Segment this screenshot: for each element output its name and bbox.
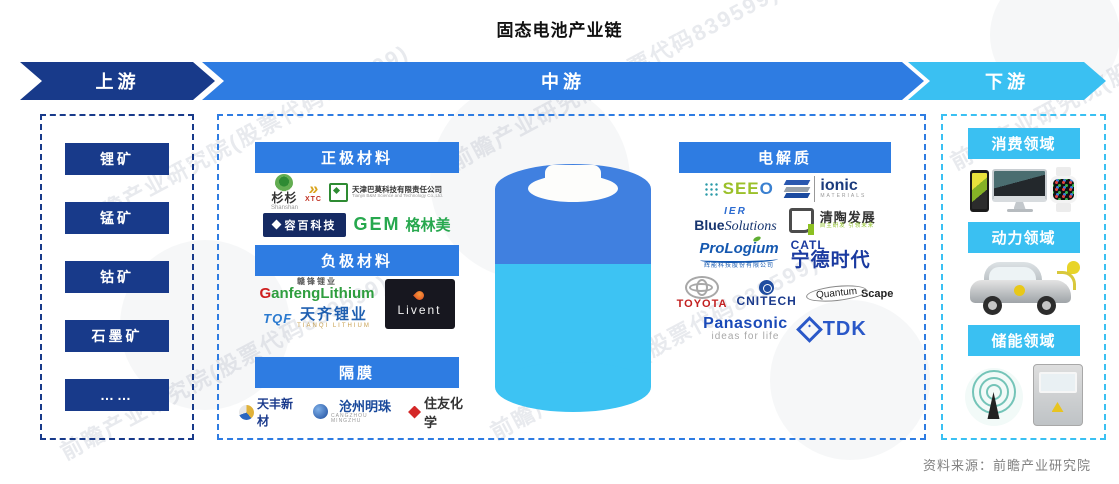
- battery-bottom: [495, 362, 651, 412]
- stage-arrow-downstream: 下游: [908, 62, 1106, 100]
- logo-ganfeng: 赣锋锂业 GanfengLithium: [259, 277, 375, 303]
- separator-header: 隔膜: [255, 357, 459, 388]
- sumitomo-flower-icon: [408, 405, 422, 419]
- downstream-panel: 消费领域 动力领域 储能领域: [941, 114, 1106, 440]
- logo-panasonic: Panasonic ideas for life: [703, 314, 788, 342]
- stage-label-midstream: 中游: [541, 72, 585, 92]
- electrolyte-logos: SEEO ionic MATERIALS IER BlueSolutions: [669, 176, 901, 343]
- stage-arrow-midstream: 中游: [202, 62, 924, 100]
- logo-seeo: SEEO: [703, 179, 773, 199]
- prologium-swoosh: [699, 256, 778, 263]
- lightning-badge: [1013, 285, 1025, 296]
- stage-label-downstream: 下游: [985, 72, 1029, 92]
- charging-plug-icon: [1066, 261, 1080, 274]
- signal-tower-icon: [964, 368, 1023, 426]
- source-note: 资料来源：前瞻产业研究院: [922, 458, 1091, 473]
- consumer-icons: [970, 167, 1077, 212]
- ore-box-graphite: 石墨矿: [65, 320, 169, 352]
- logo-cnitech: CNITECH: [736, 279, 796, 308]
- logo-toyota: TOYOTA: [677, 276, 728, 311]
- livent-flame-icon: [413, 288, 426, 302]
- ore-box-lithium: 锂矿: [65, 143, 169, 175]
- logo-livent: Livent: [384, 278, 455, 329]
- desktop-computer-icon: [992, 169, 1047, 212]
- page-title: 固态电池产业链: [496, 21, 623, 40]
- tianfeng-icon: [239, 404, 254, 420]
- logo-ionic-materials: ionic MATERIALS: [783, 176, 866, 202]
- logo-blue-solutions: IER BlueSolutions: [694, 206, 777, 234]
- logo-bamo: 天津巴莫科技有限责任公司 Tianjin B&M Science and Tec…: [328, 182, 443, 202]
- logo-cangzhou: 沧州明珠 CANGZHOU MINGZHU: [313, 400, 399, 424]
- cangzhou-globe-icon: [313, 404, 329, 420]
- tdk-diamond-icon: [795, 315, 823, 343]
- smartphone-icon: [970, 170, 989, 212]
- storage-icons: [964, 364, 1083, 426]
- logo-ronbay: 容百科技: [263, 212, 347, 237]
- battery-illustration: [495, 164, 651, 412]
- anode-header: 负极材料: [255, 245, 459, 276]
- cathode-header: 正极材料: [255, 142, 459, 173]
- xtc-bird-icon: »: [308, 178, 319, 198]
- logo-sumitomo: 住友化学: [408, 393, 475, 431]
- electrolyte-header: 电解质: [679, 142, 891, 173]
- logo-shanshan: 杉杉 Shanshan: [271, 174, 298, 211]
- logo-xtc: » XTC: [304, 178, 322, 203]
- ore-box-manganese: 锰矿: [65, 202, 169, 234]
- power-cabinet-icon: [1032, 364, 1083, 426]
- consumer-header: 消费领域: [967, 128, 1080, 159]
- toyota-emblem-icon: [685, 276, 720, 300]
- bamo-shield-icon: [328, 182, 348, 202]
- shanshan-tree-icon: [275, 174, 294, 192]
- qingtao-qt-icon: [788, 207, 814, 235]
- logo-catl: CATL 宁德时代: [790, 237, 871, 271]
- power-header: 动力领域: [967, 222, 1080, 253]
- logo-tianqi: TQF 天齐锂业 TIANQI LITHIUM: [263, 306, 371, 330]
- battery-terminal: [545, 165, 601, 186]
- logo-prologium: ProLogium 辉能科技股份有限公司: [699, 239, 779, 269]
- cathode-logos: 杉杉 Shanshan » XTC 天津巴莫科技有限责任公司 Tianjin B…: [243, 174, 471, 237]
- smartwatch-icon: [1050, 167, 1077, 212]
- anode-logos: 赣锋锂业 GanfengLithium TQF 天齐锂业 TIANQI LITH…: [247, 277, 467, 330]
- stage-label-upstream: 上游: [95, 72, 140, 92]
- stage-arrow-upstream: 上游: [20, 62, 215, 100]
- ionic-layers-icon: [783, 180, 811, 198]
- cnitech-emblem-icon: [759, 279, 775, 295]
- upstream-panel: 锂矿 锰矿 钴矿 石墨矿 ……: [40, 114, 194, 440]
- midstream-panel: 正极材料 杉杉 Shanshan » XTC 天津巴莫科技有限责任公司 Tian…: [217, 114, 926, 440]
- logo-qingtao: 清陶发展 自主研发 引领未来: [788, 207, 876, 235]
- ronbay-icon: [272, 219, 282, 230]
- separator-logos: 天丰新材 沧州明珠 CANGZHOU MINGZHU 住友化学: [239, 393, 475, 431]
- electric-car-icon: [968, 259, 1080, 317]
- logo-quantumscape: Quantum Scape: [805, 283, 893, 305]
- logo-tianfeng: 天丰新材: [239, 395, 304, 429]
- ore-box-more: ……: [65, 379, 169, 411]
- logo-tdk: TDK: [795, 315, 867, 343]
- ore-box-cobalt: 钴矿: [65, 261, 169, 293]
- logo-gem: GEM 格林美: [353, 214, 451, 235]
- seeo-dots-icon: [703, 181, 719, 197]
- battery-body: [495, 189, 651, 387]
- storage-header: 储能领域: [967, 325, 1080, 356]
